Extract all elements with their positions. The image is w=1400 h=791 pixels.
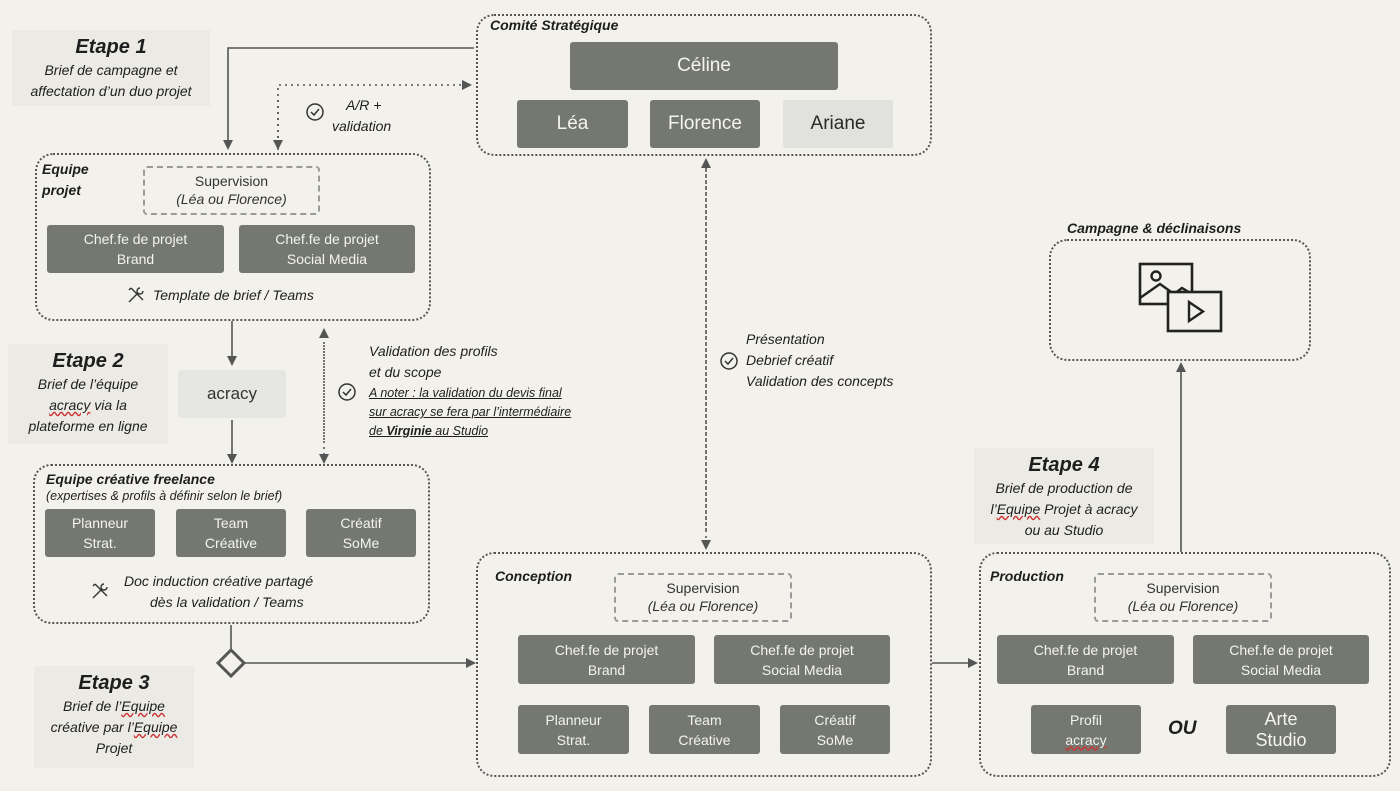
supervision-label: Supervision <box>194 173 269 189</box>
conception-supervision-box: Supervision (Léa ou Florence) <box>614 573 792 622</box>
production-supervision-label: Supervision <box>1146 580 1220 596</box>
etape-4-line2c: Projet à acracy <box>1040 501 1138 517</box>
production-supervision-sub: (Léa ou Florence) <box>1127 598 1239 614</box>
presentation-line1: Présentation <box>746 331 825 347</box>
etape-3-title: Etape 3 <box>78 672 150 694</box>
note-line1: A noter : la validation du devis final <box>369 386 562 400</box>
ar-validation-line1: A/R + <box>346 97 382 113</box>
etape-2-line2: via la <box>90 397 127 413</box>
check-circle-icon <box>720 352 738 370</box>
etape-2-line3: plateforme en ligne <box>28 418 148 434</box>
etape-1-card: Etape 1 Brief de campagne et affectation… <box>12 30 210 106</box>
role-planneur[interactable]: Planneur Strat. <box>45 509 155 557</box>
conception-planneur[interactable]: Planneur Strat. <box>518 705 629 754</box>
production-chef-brand[interactable]: Chef.fe de projet Brand <box>997 635 1174 684</box>
conception-chef-social[interactable]: Chef.fe de projet Social Media <box>714 635 890 684</box>
member-celine[interactable]: Céline <box>570 42 838 90</box>
acracy-platform[interactable]: acracy <box>178 370 286 418</box>
conception-supervision-sub: (Léa ou Florence) <box>647 598 759 614</box>
check-circle-icon <box>306 103 324 121</box>
conception-team-creative[interactable]: Team Créative <box>649 705 760 754</box>
campagne-box <box>1049 239 1311 361</box>
equipe-projet-box <box>35 153 431 321</box>
etape-3-line2: créative par l’ <box>50 719 134 735</box>
chef-projet-social[interactable]: Chef.fe de projet Social Media <box>239 225 415 273</box>
tools-icon <box>92 583 108 599</box>
comite-title: Comité Stratégique <box>490 17 619 33</box>
role-team-creative[interactable]: Team Créative <box>176 509 286 557</box>
ou-label: OU <box>1168 718 1197 739</box>
note-line3: de Virginie au Studio <box>369 422 488 441</box>
conception-chef-brand[interactable]: Chef.fe de projet Brand <box>518 635 695 684</box>
etape-2-card: Etape 2 Brief de l’équipe acracy via la … <box>8 344 168 444</box>
decision-diamond <box>215 647 247 679</box>
supervision-box: Supervision (Léa ou Florence) <box>143 166 320 215</box>
conception-box <box>476 552 932 777</box>
template-brief-label: Template de brief / Teams <box>153 287 314 303</box>
equipe-projet-title-2: projet <box>42 182 81 198</box>
validation-profils-line2: et du scope <box>369 364 442 380</box>
note-line2: sur acracy se fera par l’intermédiaire <box>369 405 572 419</box>
etape-4-equipe: Equipe <box>996 501 1041 517</box>
production-box <box>979 552 1391 777</box>
etape-3-equipe-1: Equipe <box>121 698 165 714</box>
etape-3-equipe-2: Equipe <box>133 719 178 735</box>
member-florence[interactable]: Florence <box>650 100 760 148</box>
etape-4-line2a: l’ <box>990 501 997 517</box>
presentation-line3: Validation des concepts <box>746 373 894 389</box>
etape-4-line1: Brief de production de <box>995 480 1133 496</box>
equipe-creative-subtitle: (expertises & profils à définir selon le… <box>46 489 283 503</box>
etape-3-line3: Projet <box>95 740 133 756</box>
ar-validation-line2: validation <box>332 118 392 134</box>
role-creatif-some[interactable]: Créatif SoMe <box>306 509 416 557</box>
doc-induction-line2: dès la validation / Teams <box>150 594 304 610</box>
presentation-line2: Debrief créatif <box>746 352 834 368</box>
etape-4-title: Etape 4 <box>1028 454 1100 476</box>
etape-1-text: Brief de campagne et affectation d’un du… <box>30 62 192 99</box>
doc-induction-line1: Doc induction créative partagé <box>124 573 314 589</box>
production-title: Production <box>990 568 1064 584</box>
conception-creatif-some[interactable]: Créatif SoMe <box>780 705 890 754</box>
etape-1-title: Etape 1 <box>75 36 147 58</box>
etape-4-line3: ou au Studio <box>1024 522 1104 538</box>
check-circle-icon <box>338 383 356 401</box>
profil-acracy-label: acracy <box>1065 731 1107 748</box>
etape-2-acracy: acracy <box>49 397 91 413</box>
tools-icon <box>128 287 144 303</box>
chef-projet-brand[interactable]: Chef.fe de projet Brand <box>47 225 224 273</box>
note-line3-a: de <box>369 424 387 438</box>
member-ariane[interactable]: Ariane <box>783 100 893 148</box>
arte-studio[interactable]: Arte Studio <box>1226 705 1336 754</box>
profil-label: Profil <box>1070 711 1102 728</box>
etape-2-title: Etape 2 <box>52 350 124 372</box>
comite-strategique-box <box>476 14 932 156</box>
supervision-sub: (Léa ou Florence) <box>176 191 287 207</box>
note-virginie: Virginie <box>386 424 432 438</box>
profil-acracy[interactable]: Profil acracy <box>1031 705 1141 754</box>
validation-profils-line1: Validation des profils <box>369 343 498 359</box>
etape-3-line1: Brief de l’ <box>63 698 122 714</box>
equipe-creative-box <box>33 464 430 624</box>
etape-4-card: Etape 4 Brief de production de l’Equipe … <box>974 448 1154 544</box>
equipe-creative-title: Equipe créative freelance <box>46 471 215 487</box>
member-lea[interactable]: Léa <box>517 100 628 148</box>
production-chef-social[interactable]: Chef.fe de projet Social Media <box>1193 635 1369 684</box>
equipe-projet-title-1: Equipe <box>42 161 89 177</box>
etape-2-line1: Brief de l’équipe <box>37 376 139 392</box>
media-image-video-icon <box>1138 262 1223 333</box>
production-supervision-box: Supervision (Léa ou Florence) <box>1094 573 1272 622</box>
conception-supervision-label: Supervision <box>666 580 740 596</box>
conception-title: Conception <box>495 568 572 584</box>
note-line3-c: au Studio <box>431 424 489 438</box>
etape-3-card: Etape 3 Brief de l’Equipe créative par l… <box>34 666 194 768</box>
campagne-title: Campagne & déclinaisons <box>1067 220 1242 236</box>
